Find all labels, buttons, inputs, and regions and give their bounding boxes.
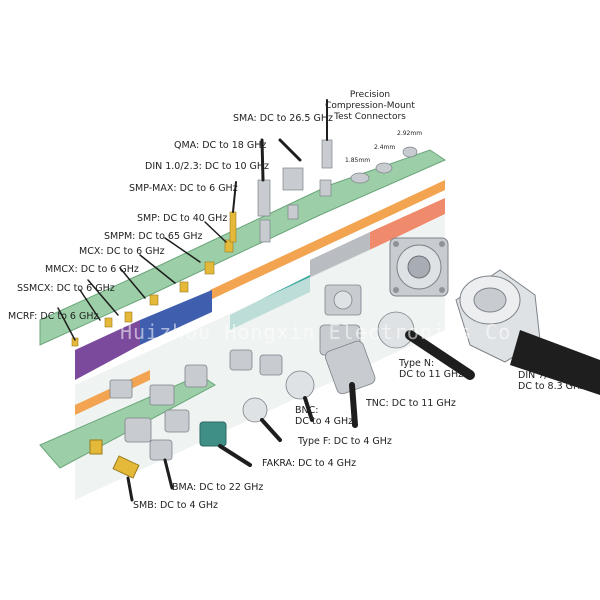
label-typen-1: Type N: [399,358,435,369]
label-mmcx: MMCX: DC to 6 GHz [45,264,139,275]
label-mcx: MCX: DC to 6 GHz [79,246,165,257]
fakra-connector [199,421,227,447]
purple-stripe [75,320,140,380]
blue-stripe [140,290,212,345]
label-din716-1: DIN 7/16: [518,370,563,381]
small-gold-connectors [71,211,237,347]
silver-connectors-upper [257,139,418,243]
label-sma: SMA: DC to 26.5 GHz [233,113,333,124]
label-bnc-1: BNC: [295,405,319,416]
header-line1: Precision [349,90,391,100]
label-typen-2: DC to 11 GHz [399,369,464,380]
upper-board [39,149,447,346]
label-typef: Type F: DC to 4 GHz [298,436,392,447]
watermark: Huizhou Hongxin Electronics Co [120,320,512,344]
lower-cables [126,396,314,502]
label-smb: SMB: DC to 4 GHz [133,500,219,511]
lower-silver-connectors [109,349,315,461]
salmon-stripe [370,198,445,250]
size-24: 2.4mm [374,144,396,151]
size-292: 2.92mm [397,130,423,137]
label-mcrf: MCRF: DC to 6 GHz [8,311,99,322]
label-smp: SMP: DC to 40 GHz [137,213,228,224]
size-185: 1.85mm [345,157,371,164]
label-tnc: TNC: DC to 11 GHz [366,398,456,409]
tnc-cable [349,382,358,428]
label-bma: BMA: DC to 22 GHz [172,482,264,493]
typen-cable [405,330,475,380]
label-fakra: FAKRA: DC to 4 GHz [262,458,357,469]
label-qma: QMA: DC to 18 GHz [174,140,267,151]
mid-silver-connectors [319,284,415,395]
typen-connector [389,237,449,297]
header-line2: Compression-Mount [325,101,415,111]
din716-connector [455,269,600,395]
header-line3: Test Connectors [334,112,406,122]
upper-cables [57,99,328,341]
gray-stripe [310,232,370,278]
label-smpmax: SMP-MAX: DC to 6 GHz [129,183,238,194]
label-din123: DIN 1.0/2.3: DC to 10 GHz [145,161,270,172]
label-bnc-2: DC to 4 GHz [295,416,354,427]
label-smpm: SMPM: DC to 65 GHz [104,231,203,242]
label-din716-2: DC to 8.3 GHz [518,381,586,392]
label-ssmcx: SSMCX: DC to 6 GHz [17,283,115,294]
upper-orange-stripe [210,180,445,300]
smb-connector [89,439,140,479]
